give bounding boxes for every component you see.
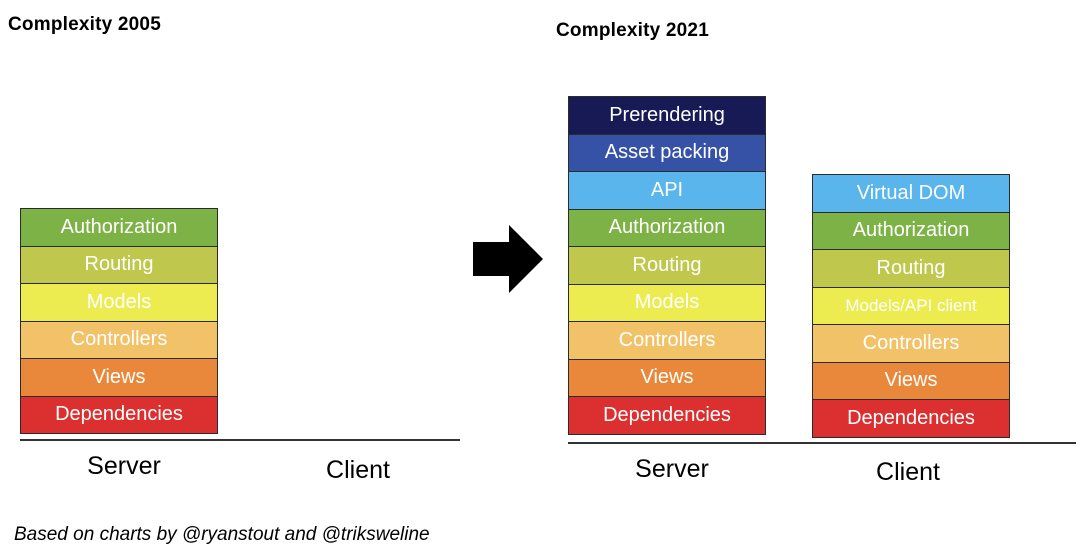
- label-2005-server: Server: [87, 452, 161, 480]
- label-2021-server: Server: [635, 455, 709, 483]
- label-2021-client: Client: [876, 458, 940, 486]
- baseline-2005: [20, 439, 460, 441]
- title-complexity-2021: Complexity 2021: [556, 20, 709, 41]
- server-2005-block-views: Views: [20, 358, 218, 397]
- server-2021-block-dependencies: Dependencies: [568, 396, 766, 435]
- server-2021-block-authorization: Authorization: [568, 208, 766, 247]
- label-2005-client: Client: [326, 456, 390, 484]
- server-2005-block-controllers: Controllers: [20, 320, 218, 359]
- server-2021-block-models: Models: [568, 283, 766, 322]
- client-2021-block-authorization: Authorization: [812, 211, 1010, 250]
- server-2021-block-prerendering: Prerendering: [568, 96, 766, 135]
- right-arrow-icon: [473, 225, 543, 298]
- server-2021-block-controllers: Controllers: [568, 321, 766, 360]
- client-2021-block-controllers: Controllers: [812, 324, 1010, 363]
- client-2021-block-models-api-client: Models/API client: [812, 286, 1010, 325]
- baseline-2021: [568, 442, 1076, 444]
- server-2005-block-dependencies: Dependencies: [20, 395, 218, 434]
- server-2005-block-models: Models: [20, 283, 218, 322]
- client-2021-block-virtual-dom: Virtual DOM: [812, 174, 1010, 213]
- footer-credit: Based on charts by @ryanstout and @triks…: [14, 524, 430, 545]
- client-2021-block-views: Views: [812, 361, 1010, 400]
- client-2021-block-dependencies: Dependencies: [812, 399, 1010, 438]
- server-2005-block-authorization: Authorization: [20, 208, 218, 247]
- server-2021-block-asset-packing: Asset packing: [568, 133, 766, 172]
- server-2021-block-routing: Routing: [568, 246, 766, 285]
- title-complexity-2005: Complexity 2005: [8, 14, 161, 35]
- client-2021-block-routing: Routing: [812, 249, 1010, 288]
- server-2021-block-views: Views: [568, 358, 766, 397]
- server-2021-block-api: API: [568, 171, 766, 210]
- server-2005-block-routing: Routing: [20, 245, 218, 284]
